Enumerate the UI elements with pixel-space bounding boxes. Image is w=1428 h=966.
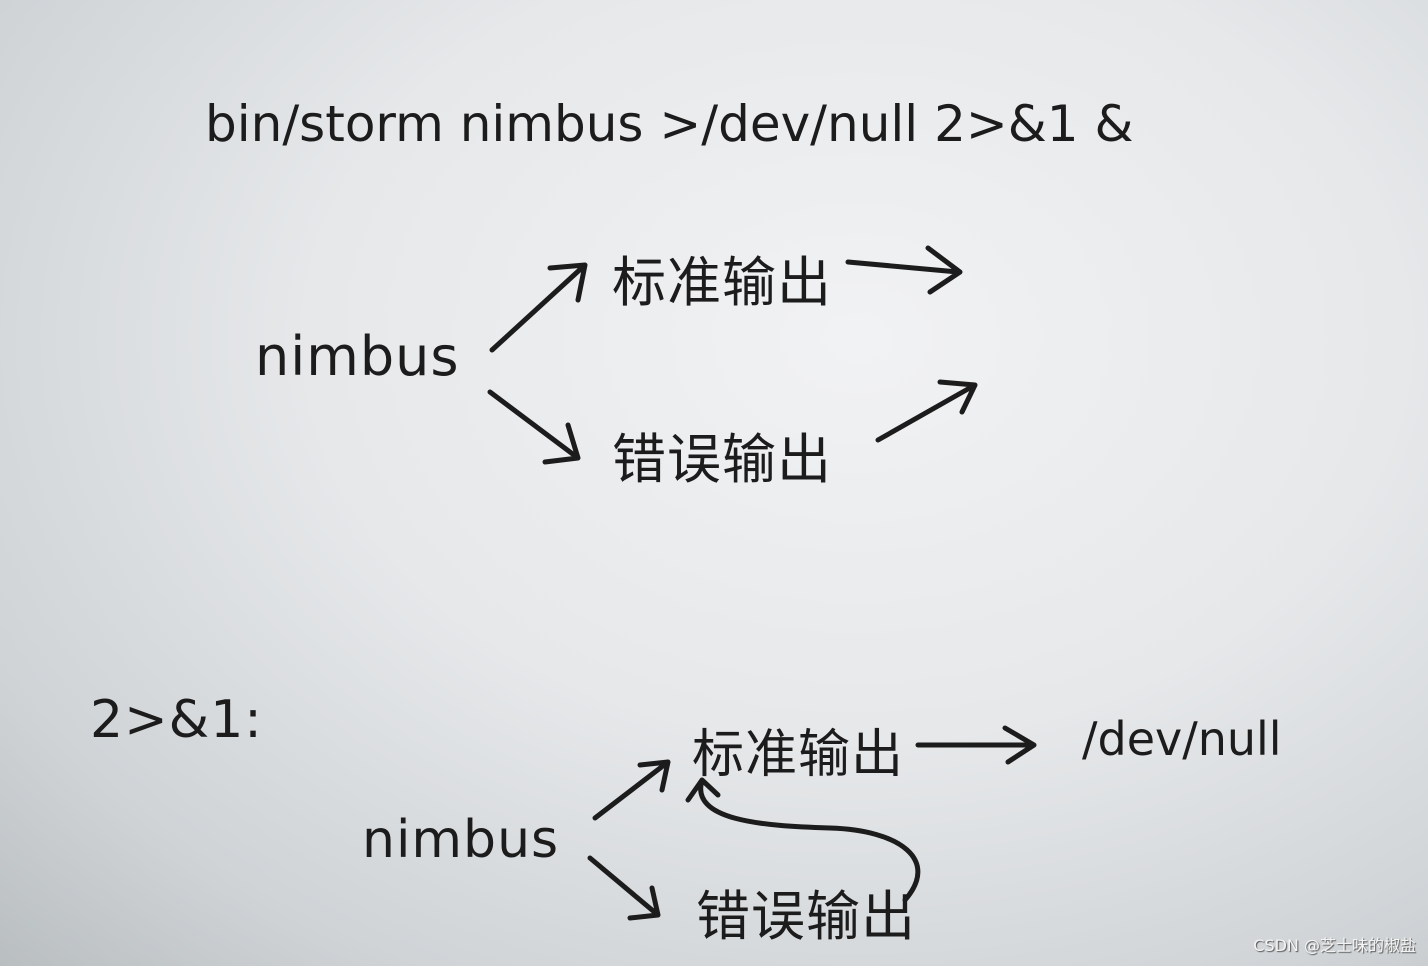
dev-null-label: /dev/null	[1082, 712, 1282, 766]
arrow-nimbus-to-stderr	[487, 389, 581, 465]
arrow-stderr-to-stdout-curve	[685, 777, 921, 903]
bottom-nimbus-label: nimbus	[362, 810, 560, 870]
arrow-stderr-out	[875, 379, 978, 443]
arrow-bottom-to-stderr	[587, 855, 661, 921]
bottom-stderr-label: 错误输出	[696, 885, 916, 948]
redirect-label: 2>&1:	[90, 690, 263, 750]
arrow-stdout-out	[845, 245, 963, 295]
watermark: CSDN @芝士味的椒盐	[1253, 936, 1416, 955]
arrow-stdout-to-devnull	[915, 725, 1037, 765]
command-text: bin/storm nimbus >/dev/null 2>&1 &	[205, 95, 1134, 153]
arrow-bottom-to-stdout	[592, 759, 671, 821]
top-stdout-label: 标准输出	[612, 251, 832, 314]
bottom-stdout-label: 标准输出	[692, 725, 905, 785]
arrow-nimbus-to-stdout	[489, 262, 588, 353]
top-nimbus-label: nimbus	[255, 325, 460, 388]
top-stderr-label: 错误输出	[612, 428, 832, 491]
